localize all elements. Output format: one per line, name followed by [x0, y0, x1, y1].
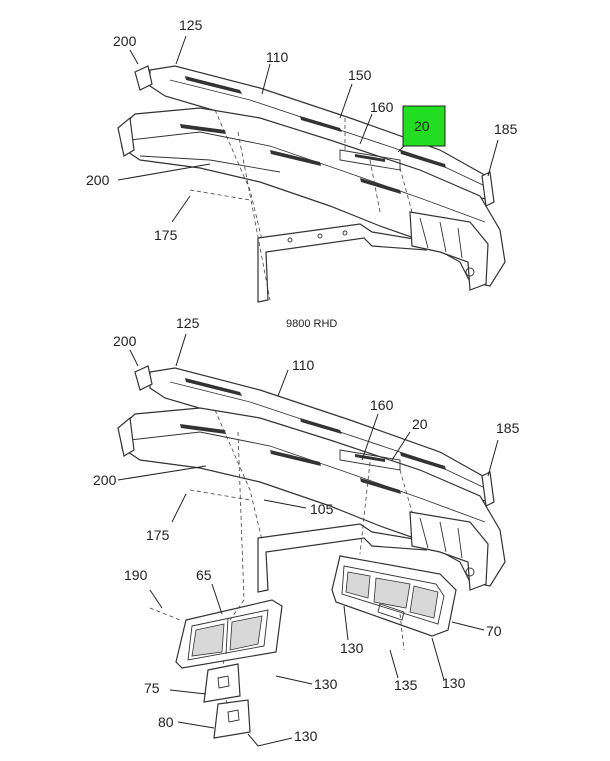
- callout-130-plate: 130: [294, 728, 318, 744]
- cover-plate-75: [203, 663, 241, 703]
- diagram-caption: 9800 RHD: [286, 318, 337, 330]
- highlight-box-20: [402, 105, 446, 147]
- callout-130-right: 130: [442, 675, 466, 691]
- callout-110: 110: [266, 49, 289, 65]
- callout-125-b: 125: [176, 315, 200, 331]
- left-endcap-lower: [134, 365, 153, 391]
- callout-135: 135: [394, 677, 418, 693]
- callout-130-panel: 130: [314, 676, 338, 692]
- callout-70: 70: [486, 623, 502, 639]
- right-trim-strip-lower: [481, 471, 495, 507]
- callout-200-lower-b: 200: [93, 472, 117, 488]
- callout-150: 150: [348, 67, 372, 83]
- bottom-dashboard-assembly: [117, 333, 506, 747]
- callout-190: 190: [124, 567, 148, 583]
- callout-65: 65: [196, 567, 212, 583]
- under-dash-frame-lower: [257, 523, 428, 593]
- callout-110-b: 110: [292, 357, 315, 373]
- callout-185-b: 185: [496, 420, 520, 436]
- callout-185: 185: [494, 121, 518, 137]
- callout-175: 175: [154, 227, 178, 243]
- top-callouts: 200 125 110 150 160 20 185 200 175: [86, 17, 518, 243]
- callout-20-highlighted[interactable]: 20: [414, 118, 430, 134]
- callout-75: 75: [144, 680, 160, 696]
- right-mount-box-lower: [409, 511, 489, 591]
- callout-130-cluster: 130: [340, 640, 364, 656]
- callout-105: 105: [310, 501, 334, 517]
- callout-200: 200: [113, 33, 137, 49]
- callout-200-b: 200: [113, 333, 137, 349]
- callout-125: 125: [179, 17, 203, 33]
- callout-20-b: 20: [412, 416, 428, 432]
- top-dashboard-assembly: [117, 35, 506, 303]
- left-endcap-top: [134, 65, 153, 91]
- callout-160-b: 160: [370, 397, 394, 413]
- under-dash-frame: [257, 223, 428, 303]
- right-trim-strip: [481, 171, 495, 207]
- callout-80: 80: [158, 714, 174, 730]
- bottom-callouts: 200 125 110 160 20 185 200 105 175 190 6…: [93, 315, 520, 744]
- cover-plate-80: [213, 699, 251, 739]
- callout-160: 160: [370, 99, 394, 115]
- callout-200-lower: 200: [86, 172, 110, 188]
- right-mount-box: [409, 211, 489, 291]
- callout-175-b: 175: [146, 527, 170, 543]
